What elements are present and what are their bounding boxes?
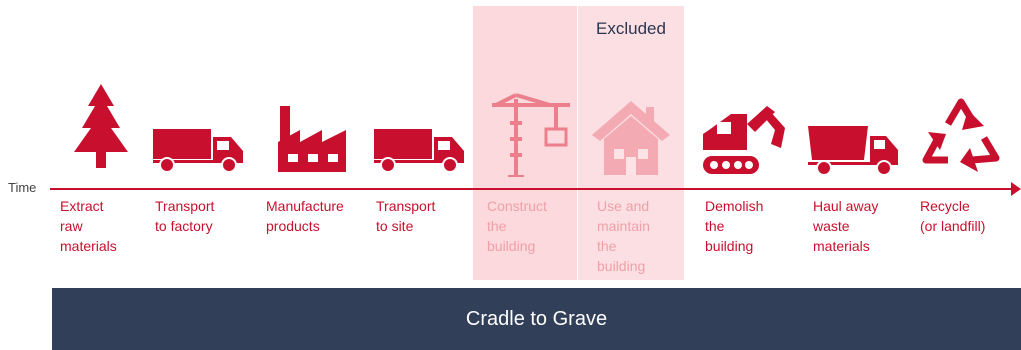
timeline-arrowhead xyxy=(1011,182,1021,196)
stage-label-use-maintain: Use and maintain the building xyxy=(597,198,650,274)
dump-truck-icon xyxy=(808,124,900,176)
timeline-axis xyxy=(50,188,1013,190)
stage-label-demolish: Demolish the building xyxy=(705,198,764,254)
footer-title: Cradle to Grave xyxy=(465,307,608,330)
stage-label-extract: Extract raw materials xyxy=(60,198,117,254)
cradle-to-grave-bar: Cradle to Grave xyxy=(52,288,1021,350)
excluded-band-construct xyxy=(473,6,577,280)
stage-label-recycle: Recycle (or landfill) xyxy=(920,198,986,234)
stage-label-transport-site: Transport to site xyxy=(376,198,436,234)
truck-icon xyxy=(153,127,245,173)
stage-label-haul-away: Haul away waste materials xyxy=(813,198,879,254)
truck-icon xyxy=(374,127,466,173)
factory-icon xyxy=(278,106,348,172)
time-label: Time xyxy=(8,180,37,195)
house-icon xyxy=(590,99,672,175)
crane-icon xyxy=(490,93,574,177)
tree-icon xyxy=(72,84,130,170)
stage-label-manufacture: Manufacture products xyxy=(266,198,344,234)
excavator-icon xyxy=(703,104,787,176)
stage-label-construct: Construct the building xyxy=(487,198,547,254)
stage-label-transport-factory: Transport to factory xyxy=(155,198,215,234)
excluded-label: Excluded xyxy=(596,19,666,38)
recycle-icon xyxy=(918,92,1004,176)
